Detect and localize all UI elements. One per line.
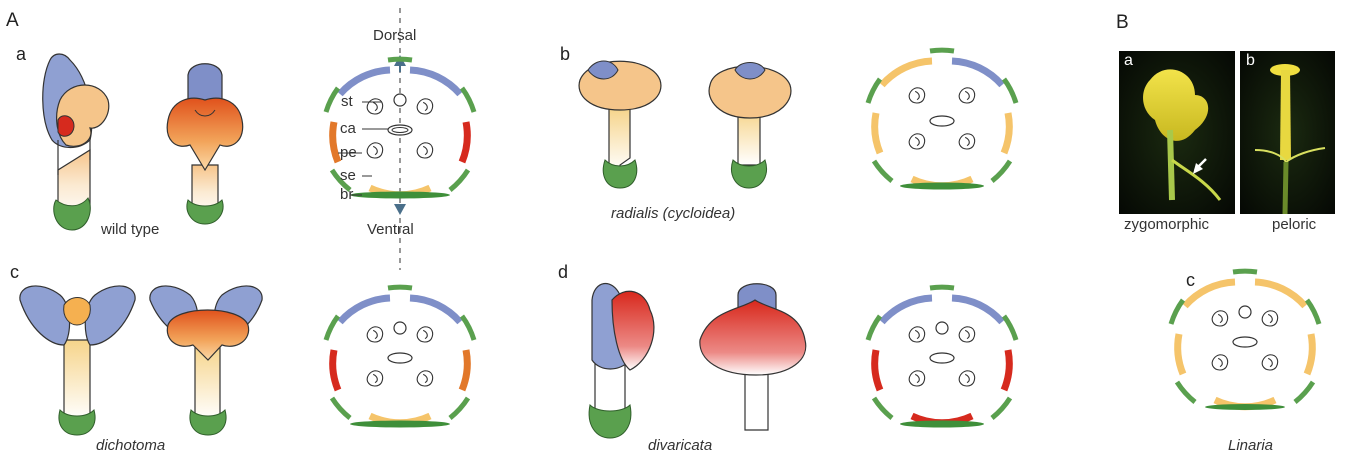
bract: [900, 421, 984, 428]
label-br: br: [340, 186, 353, 203]
bract: [1205, 404, 1285, 410]
panel-letter-a: a: [16, 44, 26, 65]
panel-letter-d: d: [558, 262, 568, 283]
photo-letter-a: a: [1124, 52, 1133, 70]
caption-dichotoma: dichotoma: [96, 437, 165, 454]
panel-label-B: B: [1116, 12, 1129, 34]
caption-radialis: radialis (cycloidea): [611, 205, 735, 222]
panel-letter-b: b: [560, 44, 570, 65]
caption-divaricata: divaricata: [648, 437, 712, 454]
label-ca: ca: [340, 120, 356, 137]
floral-diagram-radialis: [868, 50, 1016, 186]
bract: [350, 421, 450, 428]
caption-wild-type: wild type: [101, 221, 159, 238]
divaricata-flower-front: [700, 284, 806, 430]
bract: [350, 192, 450, 199]
photo-zygomorphic: [1119, 51, 1235, 214]
caption-linaria: Linaria: [1228, 437, 1273, 454]
photo-peloric: [1240, 51, 1335, 214]
floral-diagram-dichotoma: [326, 287, 474, 423]
divaricata-flower-side: [589, 284, 654, 438]
caption-peloric: peloric: [1272, 216, 1316, 233]
dorsal-label: Dorsal: [373, 27, 416, 44]
label-se: se: [340, 167, 356, 184]
wild-type-flower-front: [167, 64, 242, 224]
radialis-flower-side: [579, 61, 661, 188]
panel-letter-c: c: [10, 262, 19, 283]
dichotoma-flower-front: [150, 286, 262, 435]
caption-zygomorphic: zygomorphic: [1124, 216, 1209, 233]
label-pe: pe: [340, 144, 357, 161]
ventral-label: Ventral: [367, 221, 414, 238]
label-st: st: [341, 93, 353, 110]
dichotoma-flower-side: [20, 286, 135, 435]
panel-label-A: A: [6, 10, 19, 32]
radialis-flower-front: [709, 63, 791, 189]
bract: [900, 183, 984, 190]
photo-letter-b: b: [1246, 52, 1255, 70]
floral-diagram-linaria: [1171, 271, 1319, 407]
panel-letter-c-linaria: c: [1186, 270, 1195, 291]
floral-diagram-divaricata: [868, 287, 1016, 423]
wild-type-flower-side: [43, 54, 109, 230]
